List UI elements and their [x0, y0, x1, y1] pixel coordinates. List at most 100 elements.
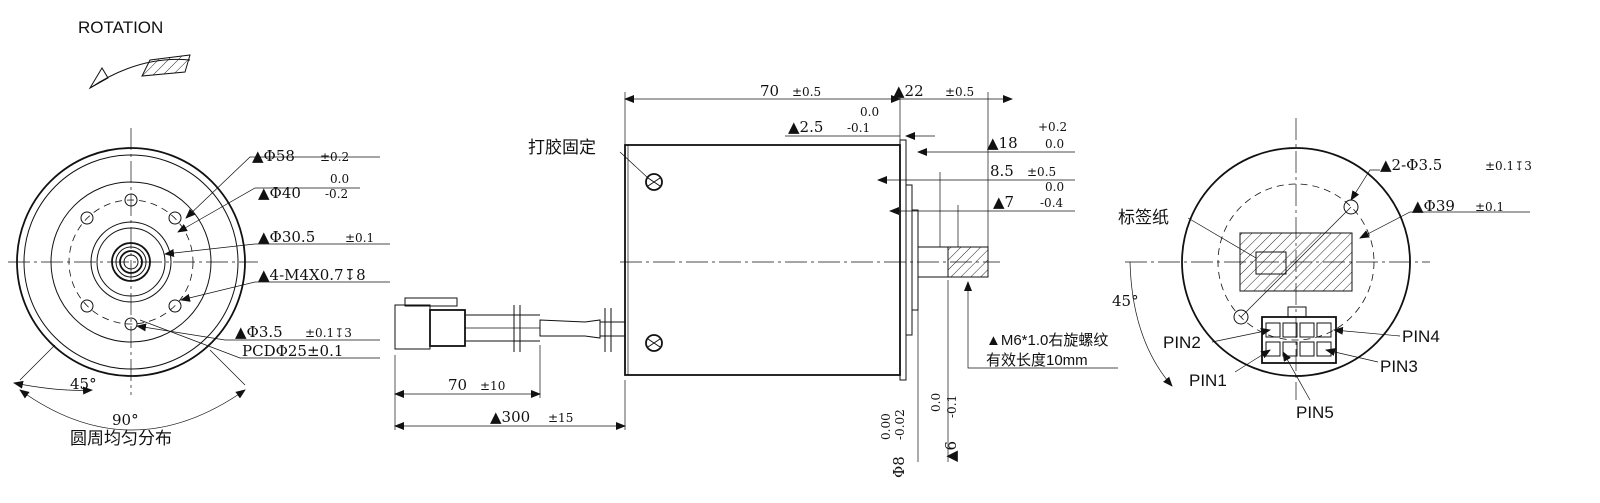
dim-dia40-tol-upper: 0.0 — [330, 172, 349, 186]
dim-dia30: ▲Φ30.5 — [258, 228, 315, 246]
leader-m4 — [180, 281, 390, 302]
rotation-hatch-icon — [141, 54, 191, 77]
front-bearing-mid — [115, 246, 147, 278]
dim-rear-hole: ▲2-Φ3.5 — [1380, 156, 1442, 174]
front-outer-circle — [16, 147, 246, 377]
label-paper-window — [1255, 251, 1287, 275]
dim-pcd: PCDΦ25±0.1 — [242, 342, 343, 360]
rotation-arrowhead-icon — [88, 67, 109, 90]
pin1-label: PIN1 — [1189, 371, 1227, 390]
dim-dia40-tol-lower: -0.2 — [325, 187, 348, 201]
dim-rear-circle-tol: ±0.1 — [1475, 200, 1504, 214]
rear-angle-arc — [1129, 261, 1173, 387]
dim-dia8-tol-upper: 0.00 — [879, 413, 893, 440]
dim-18-tol-upper: +0.2 — [1038, 120, 1067, 134]
dim-2-5-tol-upper: 0.0 — [860, 105, 879, 119]
label-paper-text: 标签纸 — [1118, 208, 1169, 228]
motor-boss-step — [911, 209, 919, 311]
rear-connector — [1261, 306, 1337, 364]
dim-dia40: ▲Φ40 — [258, 184, 301, 202]
front-boss-outer — [90, 221, 172, 303]
label-leader — [1187, 217, 1257, 259]
distribution-note: 圆周均匀分布 — [70, 429, 172, 449]
front-pcd-circle — [68, 199, 194, 325]
cable-connector — [394, 297, 625, 352]
rear-outer-circle — [1181, 147, 1411, 377]
front-boss-inner — [96, 227, 166, 297]
label-paper — [1239, 232, 1353, 292]
dim-70: 70 — [760, 82, 779, 100]
dim-dia3-5: ▲Φ3.5 — [235, 323, 283, 341]
dim-dia30-tol: ±0.1 — [345, 231, 374, 245]
angle-90-arc — [19, 389, 246, 431]
dim-7-tol-lower: -0.4 — [1040, 196, 1064, 210]
dim-rear-circle: ▲Φ39 — [1412, 197, 1455, 215]
dim-22: ▲22 — [893, 82, 924, 100]
dim-18: ▲18 — [987, 134, 1018, 152]
front-view: ▲Φ58 ±0.2 ▲Φ40 0.0 -0.2 ▲Φ30.5 ±0.1 ▲4-M… — [8, 128, 390, 449]
dim-cable-300: ▲300 — [490, 408, 530, 426]
dim-2-5-tol-lower: -0.1 — [847, 121, 870, 135]
leader-dia58 — [185, 156, 380, 219]
front-mount-hole — [168, 211, 182, 225]
motor-body — [624, 144, 901, 376]
leader-dia40 — [177, 187, 360, 233]
leader-rear-hole — [1350, 169, 1380, 201]
leader-pcd — [139, 319, 380, 359]
dim-m4: ▲4-M4X0.7↧8 — [258, 266, 366, 284]
dim-dia58: ▲Φ58 — [252, 147, 295, 165]
pin3-leader — [1325, 348, 1379, 363]
dim-18-tol-lower: 0.0 — [1045, 137, 1064, 151]
rear-angle-label: 45° — [1112, 292, 1139, 310]
dim-dia6: ▲6 — [942, 441, 960, 462]
front-pin-hole — [124, 193, 138, 207]
pin5-leader — [1282, 351, 1311, 401]
front-flange-circle — [50, 181, 212, 343]
dim-8-5: 8.5 — [990, 162, 1014, 180]
dim-2-5: ▲2.5 — [788, 118, 823, 136]
dim-dia8-tol-lower: -0.02 — [893, 409, 907, 440]
angle-45-ext — [19, 344, 56, 381]
leader-dia3-5 — [136, 323, 380, 341]
dim-cable-300-tol: ±15 — [548, 411, 573, 425]
pin2-label: PIN2 — [1163, 333, 1201, 352]
dim-8-5-tol: ±0.5 — [1027, 165, 1056, 179]
front-outer-rim — [23, 154, 239, 370]
glue-screw-icon — [645, 173, 663, 191]
dim-dia3-5-tol: ±0.1↧3 — [305, 326, 352, 340]
rotation-indicator: ROTATION — [78, 18, 191, 90]
thread-note: ▲M6*1.0右旋螺纹 — [986, 332, 1108, 349]
rear-mount-hole — [1233, 309, 1249, 325]
thread-length: 有效长度10mm — [986, 352, 1088, 369]
glue-screw-icon — [645, 334, 663, 352]
angle-90-label: 90° — [112, 411, 139, 429]
pin1-leader — [1234, 349, 1271, 373]
front-bearing-inner — [119, 250, 143, 274]
dim-22-tol: ±0.5 — [945, 85, 974, 99]
dim-70-tol: ±0.5 — [792, 85, 821, 99]
dim-rear-hole-tol: ±0.1↧3 — [1485, 159, 1532, 173]
dim-cable-70: 70 — [448, 376, 467, 394]
rear-hole-circle — [1217, 183, 1375, 341]
front-bearing-outer — [111, 242, 151, 282]
front-mount-hole — [168, 299, 182, 313]
motor-flange — [899, 139, 907, 381]
dim-dia6-tol-upper: 0.0 — [929, 393, 943, 412]
thread-leader — [964, 281, 1118, 369]
leader-dia30 — [164, 243, 390, 257]
glue-leader — [619, 151, 649, 179]
dim-7-tol-upper: 0.0 — [1045, 180, 1064, 194]
dim-dia6-tol-lower: -0.1 — [945, 395, 959, 418]
glue-label: 打胶固定 — [528, 138, 596, 158]
pin4-leader — [1333, 326, 1401, 337]
pin2-leader — [1211, 327, 1271, 343]
motor-boss — [905, 184, 913, 336]
leader-rear-circle — [1359, 211, 1530, 239]
angle-90-ext — [209, 349, 246, 386]
dim-dia8: Φ8 — [890, 456, 908, 478]
dim-cable-70-tol: ±10 — [480, 379, 505, 393]
pin4-label: PIN4 — [1402, 327, 1440, 346]
rear-view: 标签纸 ▲2-Φ3.5 ±0.1↧3 ▲Φ39 ±0.1 45° — [1112, 118, 1532, 422]
angle-45-label: 45° — [70, 375, 97, 393]
